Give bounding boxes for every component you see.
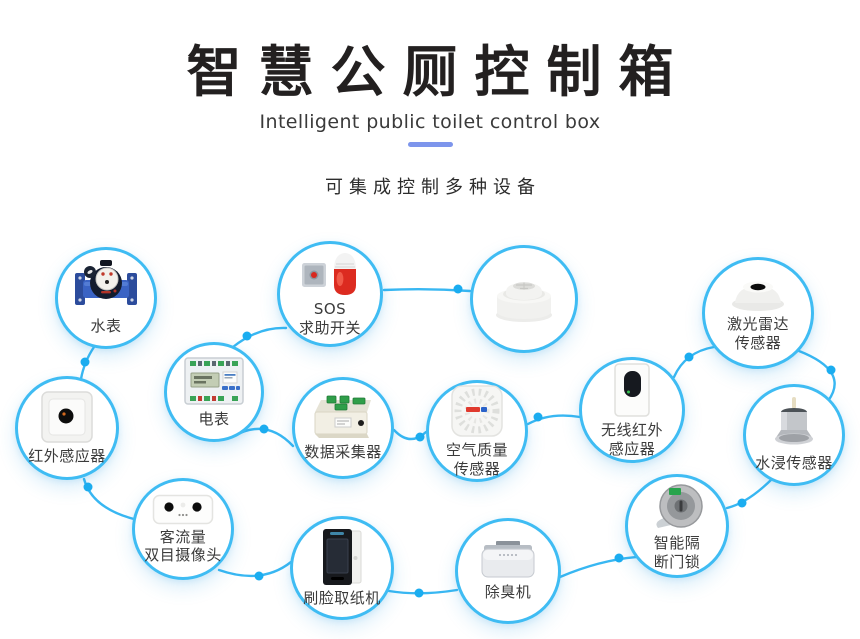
device-node-water-meter: 水表: [55, 247, 157, 349]
header: 智慧公厕控制箱 Intelligent public toilet contro…: [0, 0, 860, 199]
connector-dot: [614, 553, 624, 563]
connector-dot: [684, 352, 694, 362]
device-node-smart-partition-lock: 智能隔断门锁: [625, 474, 729, 578]
device-node-smoke-detector: [470, 245, 578, 353]
device-label-line: 双目摄像头: [144, 546, 222, 564]
device-node-lidar-sensor: 激光雷达传感器: [702, 257, 814, 369]
connector-dot: [826, 365, 836, 375]
water-leak-sensor-icon: [769, 397, 819, 451]
air-quality-sensor-icon: [450, 384, 504, 438]
device-label-line: 求助开关: [298, 318, 361, 337]
connector-dot: [415, 432, 425, 442]
connector-line-water-leak-sensor--smart-partition-lock: [725, 476, 775, 510]
water-meter-icon: [73, 260, 139, 314]
connector-dot: [254, 571, 264, 581]
device-label-line: 传感器: [734, 333, 782, 352]
device-node-water-leak-sensor: 水浸传感器: [743, 384, 845, 486]
connector-dot: [242, 331, 252, 341]
device-node-data-collector: 数据采集器: [292, 377, 394, 479]
face-paper-dispenser-icon: [319, 528, 365, 586]
device-label-line: 智能隔: [653, 534, 701, 553]
connector-dot: [737, 498, 747, 508]
device-node-face-paper-dispenser: 刷脸取纸机: [290, 516, 394, 620]
data-collector-icon: [309, 394, 377, 440]
device-node-deodorizer: 除臭机: [455, 518, 561, 624]
device-label-line: 电表: [198, 410, 230, 429]
partition-lock-icon: [650, 481, 704, 531]
device-label-line: 刷脸取纸机: [303, 589, 381, 608]
device-label-line: 水表: [90, 317, 122, 336]
device-node-electric-meter: 电表: [164, 342, 264, 442]
connector-dot: [453, 284, 463, 294]
device-label-line: 水浸传感器: [755, 454, 833, 473]
deodorizer-icon: [479, 540, 537, 580]
device-label: 红外感应器: [28, 447, 106, 465]
device-label-line: 数据采集器: [304, 443, 382, 462]
device-label-line: 激光雷达: [726, 315, 789, 334]
connector-dot: [259, 424, 269, 434]
connector-line-air-quality-sensor--wireless-infrared-sensor: [526, 414, 582, 426]
device-label-line: 无线红外: [600, 421, 663, 440]
accent-divider: [407, 141, 453, 147]
device-label: 客流量双目摄像头: [144, 528, 222, 565]
wireless-infrared-sensor-icon: [612, 362, 652, 418]
device-label: 激光雷达传感器: [727, 315, 789, 352]
connector-line-smart-partition-lock--deodorizer: [558, 555, 639, 579]
device-label: 空气质量传感器: [446, 441, 508, 478]
tagline: 可集成控制多种设备: [325, 176, 541, 198]
device-node-air-quality-sensor: 空气质量传感器: [426, 380, 528, 482]
electric-meter-icon: [182, 355, 246, 407]
device-label-line: 客流量: [159, 527, 207, 546]
device-label: 无线红外感应器: [601, 421, 663, 458]
connector-dot: [414, 588, 424, 598]
page-subtitle: Intelligent public toilet control box: [259, 110, 601, 133]
device-label: 电表: [198, 410, 229, 428]
device-label-line: 除臭机: [484, 583, 532, 602]
device-label-line: 红外感应器: [28, 447, 106, 466]
connector-dot: [83, 482, 93, 492]
device-label-line: 感应器: [608, 439, 656, 458]
device-node-wireless-infrared-sensor: 无线红外感应器: [579, 357, 685, 463]
device-label: 数据采集器: [304, 443, 382, 461]
binocular-camera-icon: [152, 494, 214, 525]
lidar-sensor-icon: [729, 274, 787, 312]
device-label: 水表: [90, 317, 121, 335]
connector-dot: [533, 412, 543, 422]
sos-alarm-icon: [301, 251, 359, 297]
device-label: 水浸传感器: [755, 454, 833, 472]
device-label-line: 空气质量: [445, 441, 508, 460]
infrared-sensor-icon: [40, 390, 94, 444]
device-node-people-counter-camera: 客流量双目摄像头: [132, 478, 234, 580]
device-label-line: SOS: [313, 300, 347, 319]
connector-line-face-paper-dispenser--people-counter-camera: [217, 560, 293, 578]
connector-dot: [80, 357, 90, 367]
device-label: 刷脸取纸机: [303, 589, 381, 607]
device-label-line: 断门锁: [653, 552, 701, 571]
page-title: 智慧公厕控制箱: [186, 40, 691, 104]
device-node-infrared-sensor: 红外感应器: [15, 376, 119, 480]
device-label-line: 传感器: [453, 459, 501, 478]
device-label: 除臭机: [485, 583, 532, 601]
connector-line-wireless-infrared-sensor--lidar-sensor: [672, 345, 716, 379]
connector-line-sos-switch--electric-meter: [231, 326, 288, 349]
device-label: 智能隔断门锁: [654, 534, 701, 571]
smoke-detector-icon: [490, 274, 558, 324]
